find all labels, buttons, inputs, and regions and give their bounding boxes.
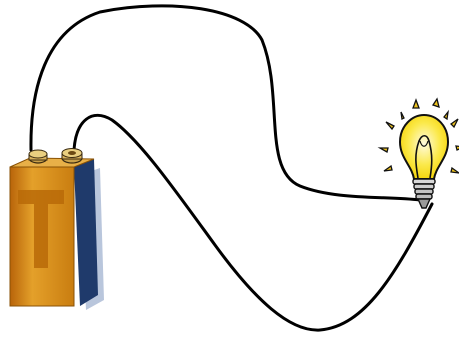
wire-positive: [72, 113, 434, 332]
light-rays: [377, 97, 459, 174]
bulb-base: [412, 178, 436, 209]
battery-t-mark: [18, 190, 64, 268]
bulb-glass: [398, 113, 450, 180]
lightbulb-icon: [377, 97, 459, 209]
wire-negative: [29, 4, 422, 202]
bulb-filament: [415, 134, 433, 179]
battery-9v-icon: [9, 148, 104, 310]
battery-side: [74, 159, 98, 306]
battery-negative-terminal: [28, 149, 48, 164]
battery-positive-terminal: [61, 148, 83, 164]
